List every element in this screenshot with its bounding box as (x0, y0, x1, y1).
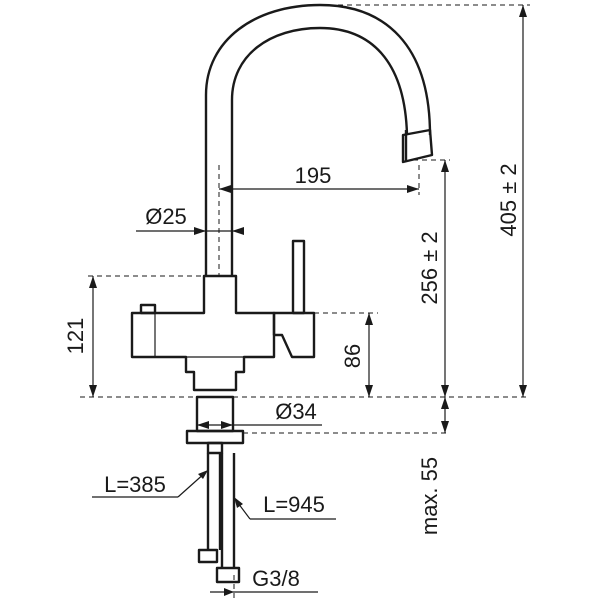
tube-diameter-label: Ø25 (145, 204, 187, 229)
dimension-tube-diameter: Ø25 (136, 204, 244, 235)
extension-lines (80, 4, 530, 600)
hose-short-callout: L=385 (92, 470, 208, 498)
hose-long-callout: L=945 (234, 492, 336, 520)
dimension-spout-reach: 195 (219, 163, 419, 193)
base-diameter-label: Ø34 (275, 399, 317, 424)
dimension-body-height: 121 (63, 276, 97, 397)
body-height-label: 121 (63, 318, 88, 355)
dimension-shank-length: max. 55 (417, 397, 449, 535)
dimension-spout-height: 256 ± 2 (417, 160, 449, 397)
faucet-body (130, 274, 276, 392)
dimension-handle-height: 86 (340, 313, 373, 397)
thread-label: G3/8 (252, 566, 300, 591)
handle-height-label: 86 (340, 344, 365, 368)
hose-long-label: L=945 (263, 492, 325, 517)
shank-length-label: max. 55 (417, 457, 442, 535)
faucet-spout (204, 3, 434, 276)
dimension-base-diameter: Ø34 (197, 399, 322, 429)
hose-short-label: L=385 (104, 472, 166, 497)
thread-callout: G3/8 (210, 566, 318, 596)
faucet-handle (272, 239, 316, 359)
spout-reach-label: 195 (295, 163, 332, 188)
faucet-base (185, 395, 245, 584)
spout-height-label: 256 ± 2 (417, 231, 442, 304)
total-height-label: 405 ± 2 (496, 163, 521, 236)
dimension-total-height: 405 ± 2 (496, 5, 527, 397)
